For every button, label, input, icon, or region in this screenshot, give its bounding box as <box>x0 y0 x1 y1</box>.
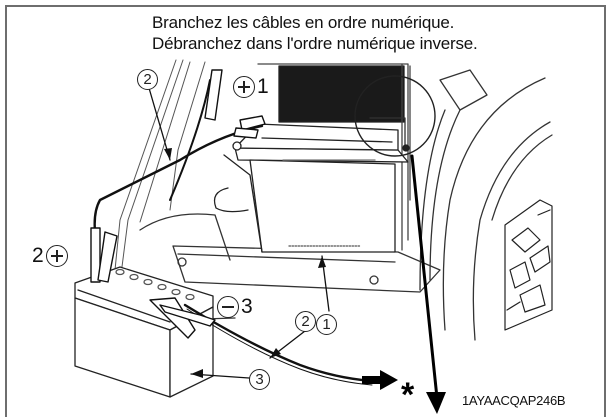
connect-instruction: Branchez les câbles en ordre numérique. <box>152 13 455 32</box>
radiator-grille <box>278 65 405 123</box>
clamps <box>90 69 266 339</box>
machine-battery-drawing <box>213 123 409 253</box>
jumper-cables <box>93 79 374 386</box>
detail-circle <box>354 75 436 157</box>
disconnect-instruction: Débranchez dans l'ordre numérique invers… <box>152 34 478 53</box>
callout-machine-battery: 1 <box>316 311 337 335</box>
fender <box>419 69 553 341</box>
machine-positive-label: 1 <box>231 74 273 100</box>
minus-icon <box>217 296 239 319</box>
plus-icon <box>233 76 255 99</box>
callout-booster-battery: 3 <box>249 366 270 390</box>
instructions-text: Branchez les câbles en ordre numérique. … <box>152 12 478 54</box>
callout-cable-upper: 2 <box>137 66 158 90</box>
figure-frame <box>5 5 606 417</box>
figure-code: 1AYAACQAP246B <box>462 393 566 408</box>
down-arrow-icon <box>426 392 446 414</box>
ground-asterisk-icon: * <box>401 376 415 414</box>
tire-tread <box>504 199 553 331</box>
right-arrow-icon <box>362 370 398 390</box>
callout-cable-lower: 2 <box>295 308 316 332</box>
booster-negative-label: 3 <box>217 295 255 319</box>
plus-icon <box>45 245 68 268</box>
booster-positive-label: 2 <box>30 244 68 268</box>
